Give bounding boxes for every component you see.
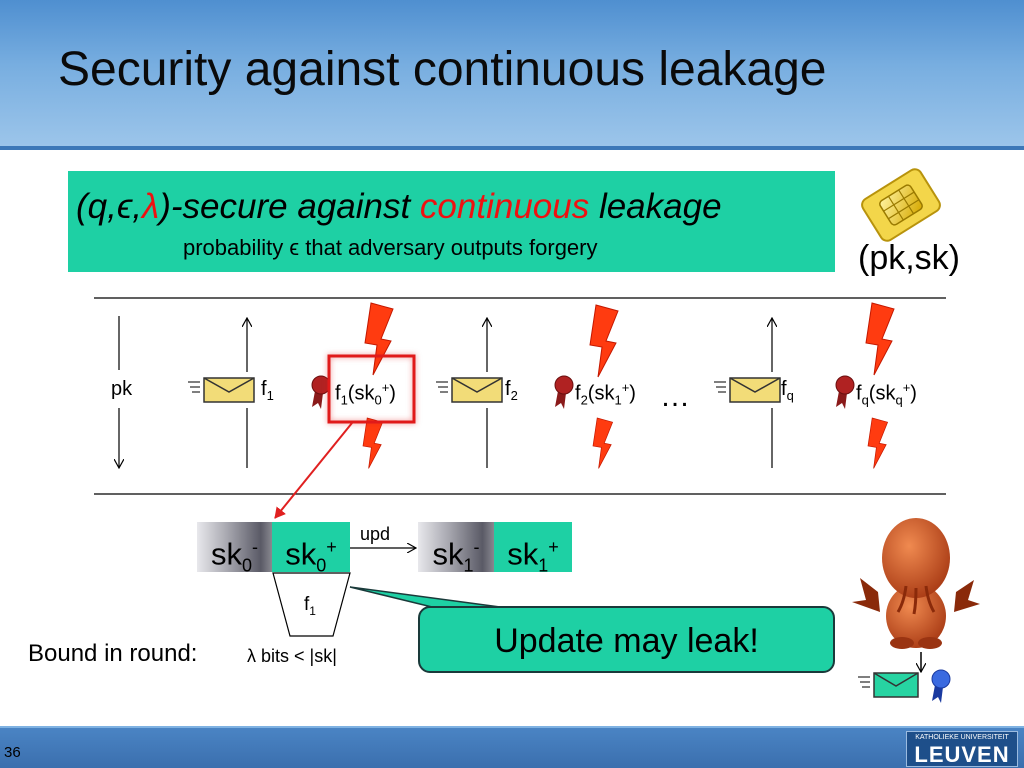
sk-sup: + — [326, 537, 337, 557]
leak-sksub: q — [895, 392, 903, 408]
leak-fsub: q — [861, 392, 869, 408]
leak-label-3: fq(skq+) — [856, 380, 917, 408]
logo-top-text: KATHOLIEKE UNIVERSITEIT — [915, 734, 1009, 741]
pk-label: pk — [111, 378, 133, 400]
lightning-icon — [364, 302, 394, 376]
envelope-icon — [188, 377, 255, 403]
leak-sksub: 1 — [614, 392, 622, 408]
title-divider — [0, 146, 1024, 150]
footer-bar — [0, 728, 1024, 768]
definition-title: (q,ϵ,λ)-secure against continuous leakag… — [76, 187, 722, 227]
query-f: f — [781, 378, 787, 400]
page-number: 36 — [4, 744, 21, 761]
definition-suffix: leakage — [589, 187, 722, 226]
callout-text: Update may leak! — [494, 622, 759, 660]
lightning-icon — [362, 417, 384, 469]
lightning-icon — [589, 304, 619, 378]
keypair-label: (pk,sk) — [858, 239, 960, 277]
slide-title: Security against continuous leakage — [58, 43, 827, 96]
seal-icon — [931, 669, 951, 703]
sk-base: sk — [507, 536, 539, 572]
callout-pointer — [349, 586, 501, 608]
smartcard-icon — [861, 168, 941, 242]
upd-label: upd — [360, 524, 391, 544]
lightning-icon — [865, 302, 895, 376]
leak-sk: sk — [875, 382, 896, 405]
title-bar — [0, 0, 1024, 146]
leak-sup: + — [621, 380, 630, 395]
leak-label-2: f2(sk1+) — [575, 380, 636, 408]
funnel-sub: 1 — [309, 603, 316, 618]
sk-sup: + — [548, 537, 559, 557]
sk-sup: - — [473, 537, 480, 557]
sk-base: sk — [210, 536, 242, 572]
query-sub: q — [786, 388, 794, 403]
leak-pointer-arrow — [274, 422, 353, 519]
definition-subtitle: probability ϵ that adversary outputs for… — [183, 235, 598, 260]
leak-f: f — [575, 382, 581, 405]
funnel-f: f — [304, 594, 310, 615]
query-label-2: f2 — [505, 378, 518, 403]
sk0-minus-box: sk0- — [197, 522, 272, 576]
adversary-figure-icon — [852, 518, 980, 649]
sk0-plus-box: sk0+ — [272, 522, 350, 576]
sk-sub: 1 — [463, 555, 474, 576]
leak-sk: sk — [594, 382, 615, 405]
leak-highlight-box — [327, 354, 416, 424]
seal-icon — [311, 375, 331, 409]
definition-lambda: λ — [142, 187, 160, 226]
sk-sup: - — [252, 537, 258, 557]
envelope-icon — [858, 672, 919, 698]
funnel-label: f1 — [304, 594, 316, 618]
bound-expression: λ bits < |sk| — [247, 646, 337, 666]
query-label-3: fq — [781, 378, 794, 403]
leak-sk: sk — [354, 382, 375, 405]
leak-f: f — [856, 382, 862, 405]
leak-sup: + — [902, 380, 911, 395]
leak-fsub: 1 — [340, 392, 348, 408]
lightning-icon — [592, 417, 614, 469]
definition-middle: )-secure against — [159, 187, 420, 226]
query-label-1: f1 — [261, 378, 274, 403]
definition-prefix: (q,ϵ, — [76, 187, 143, 226]
query-f: f — [505, 378, 511, 400]
sk1-plus-box: sk1+ — [494, 522, 572, 576]
query-f: f — [261, 378, 267, 400]
logo-main-text: LEUVEN — [914, 742, 1010, 767]
seal-icon — [554, 375, 574, 409]
envelope-icon — [436, 377, 503, 403]
envelope-icon — [714, 377, 781, 403]
sk-base: sk — [432, 536, 464, 572]
lightning-icon — [867, 417, 889, 469]
sk-sub: 1 — [538, 555, 549, 576]
leak-sup: + — [381, 380, 390, 395]
leak-f: f — [335, 382, 341, 405]
definition-highlight: continuous — [419, 187, 590, 226]
sk-base: sk — [285, 536, 317, 572]
update-funnel — [272, 572, 351, 637]
sk-sub: 0 — [241, 555, 252, 576]
leak-fsub: 2 — [580, 392, 588, 408]
university-logo: KATHOLIEKE UNIVERSITEIT LEUVEN — [906, 731, 1018, 767]
leak-label-1: f1(sk0+) — [335, 380, 396, 408]
footer-divider — [0, 726, 1024, 729]
bound-label: Bound in round: — [28, 640, 198, 667]
sk1-minus-box: sk1- — [418, 522, 494, 576]
update-leak-callout: Update may leak! — [418, 606, 835, 673]
seal-icon — [835, 375, 855, 409]
definition-box: (q,ϵ,λ)-secure against continuous leakag… — [68, 171, 835, 272]
leak-sksub: 0 — [374, 392, 382, 408]
query-sub: 1 — [266, 388, 274, 403]
sk-sub: 0 — [316, 555, 327, 576]
ellipsis: … — [660, 380, 690, 413]
query-sub: 2 — [510, 388, 518, 403]
